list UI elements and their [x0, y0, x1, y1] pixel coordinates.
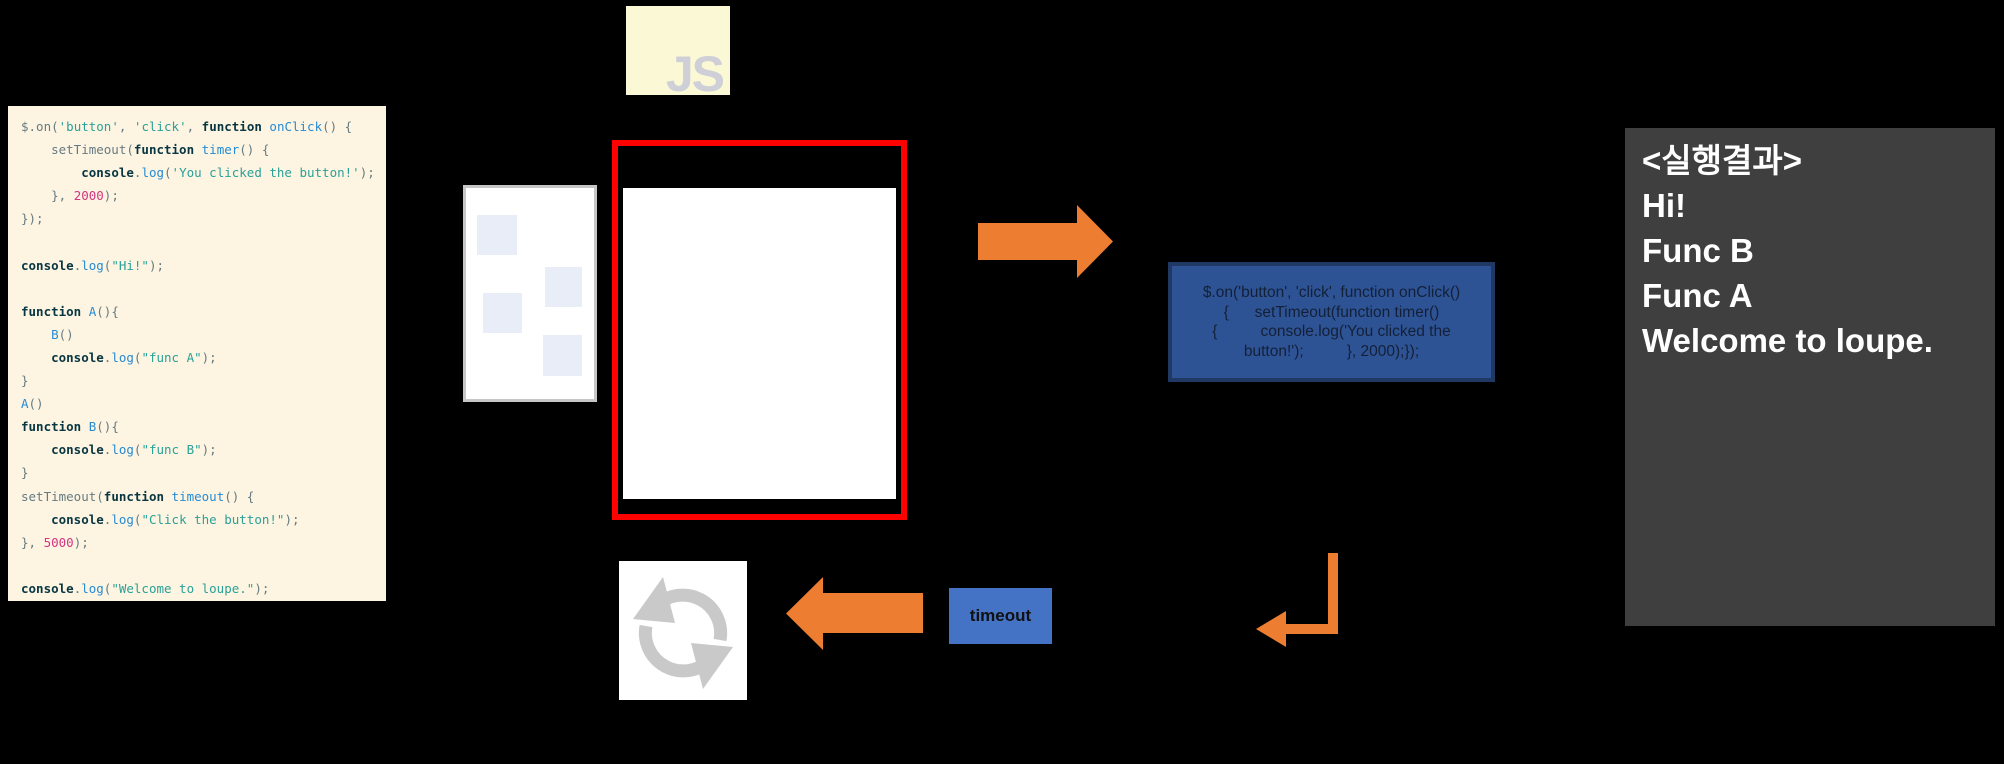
callback-code-line: button!'); }, 2000);}); — [1243, 342, 1420, 360]
result-output-line: Func A — [1642, 277, 1753, 314]
timeout-label: timeout — [969, 606, 1032, 625]
page-element-square — [483, 293, 522, 333]
code-line: console.log("Click the button!"); — [51, 511, 300, 527]
code-line: console.log("func B"); — [51, 442, 217, 458]
refresh-cycle-glyph — [633, 577, 733, 689]
execution-result-panel: <실행결과> Hi! Func B Func A Welcome to loupe. — [1625, 128, 1995, 626]
arrow-left-icon — [786, 577, 923, 650]
source-code-panel: $.on('button', 'click', function onClick… — [8, 106, 386, 601]
arrow-elbow-down-left-icon — [1256, 553, 1338, 647]
arrow-right-icon — [978, 205, 1113, 278]
code-line: $.on('button', 'click', function onClick… — [21, 119, 353, 134]
code-line: B() — [51, 326, 74, 342]
callstack-area — [623, 188, 896, 499]
source-code-lines: $.on('button', 'click', function onClick… — [21, 115, 386, 600]
code-line: setTimeout(function timeout() { — [21, 488, 255, 504]
webpage-icon — [463, 185, 597, 402]
result-output-lines: Hi! Func B Func A Welcome to loupe. — [1642, 183, 1995, 363]
code-line: } — [21, 465, 29, 481]
page-element-square — [543, 335, 582, 376]
page-element-square — [477, 215, 517, 255]
javascript-logo-icon: JS — [626, 6, 730, 102]
result-output-line: Func B — [1642, 232, 1754, 269]
callback-code-line: { console.log('You clicked the — [1212, 323, 1451, 340]
code-line: console.log("Welcome to loupe."); — [21, 580, 270, 596]
page-element-square — [545, 267, 582, 307]
code-line: }); — [21, 211, 44, 227]
callstack-highlight-frame — [612, 140, 907, 520]
code-line — [21, 277, 386, 300]
result-title: <실행결과> — [1642, 142, 1802, 179]
js-logo-label: JS — [665, 46, 725, 102]
code-line: }, 5000); — [21, 534, 89, 550]
callback-code-lines: $.on('button', 'click', function onClick… — [1203, 283, 1460, 361]
result-output-line: Welcome to loupe. — [1642, 322, 1933, 359]
code-line: function B(){ — [21, 419, 119, 435]
result-output-line: Hi! — [1642, 187, 1686, 224]
code-line: console.log("Hi!"); — [21, 257, 165, 273]
code-line — [21, 230, 386, 253]
code-line: } — [21, 373, 29, 389]
code-line: A() — [21, 396, 44, 412]
code-line: console.log("func A"); — [51, 349, 217, 365]
code-line — [21, 554, 386, 577]
code-line: setTimeout(function timer() { — [21, 142, 270, 158]
code-line: console.log('You clicked the button!'); — [81, 165, 375, 181]
code-line: function A(){ — [21, 303, 119, 319]
callback-code-line: { setTimeout(function timer() — [1223, 303, 1440, 321]
event-loop-refresh-icon — [619, 561, 747, 700]
callback-code-box: $.on('button', 'click', function onClick… — [1168, 262, 1495, 382]
timeout-label-chip: timeout — [949, 588, 1052, 644]
code-line: }, 2000); — [21, 188, 119, 204]
callback-code-line: $.on('button', 'click', function onClick… — [1202, 284, 1461, 301]
